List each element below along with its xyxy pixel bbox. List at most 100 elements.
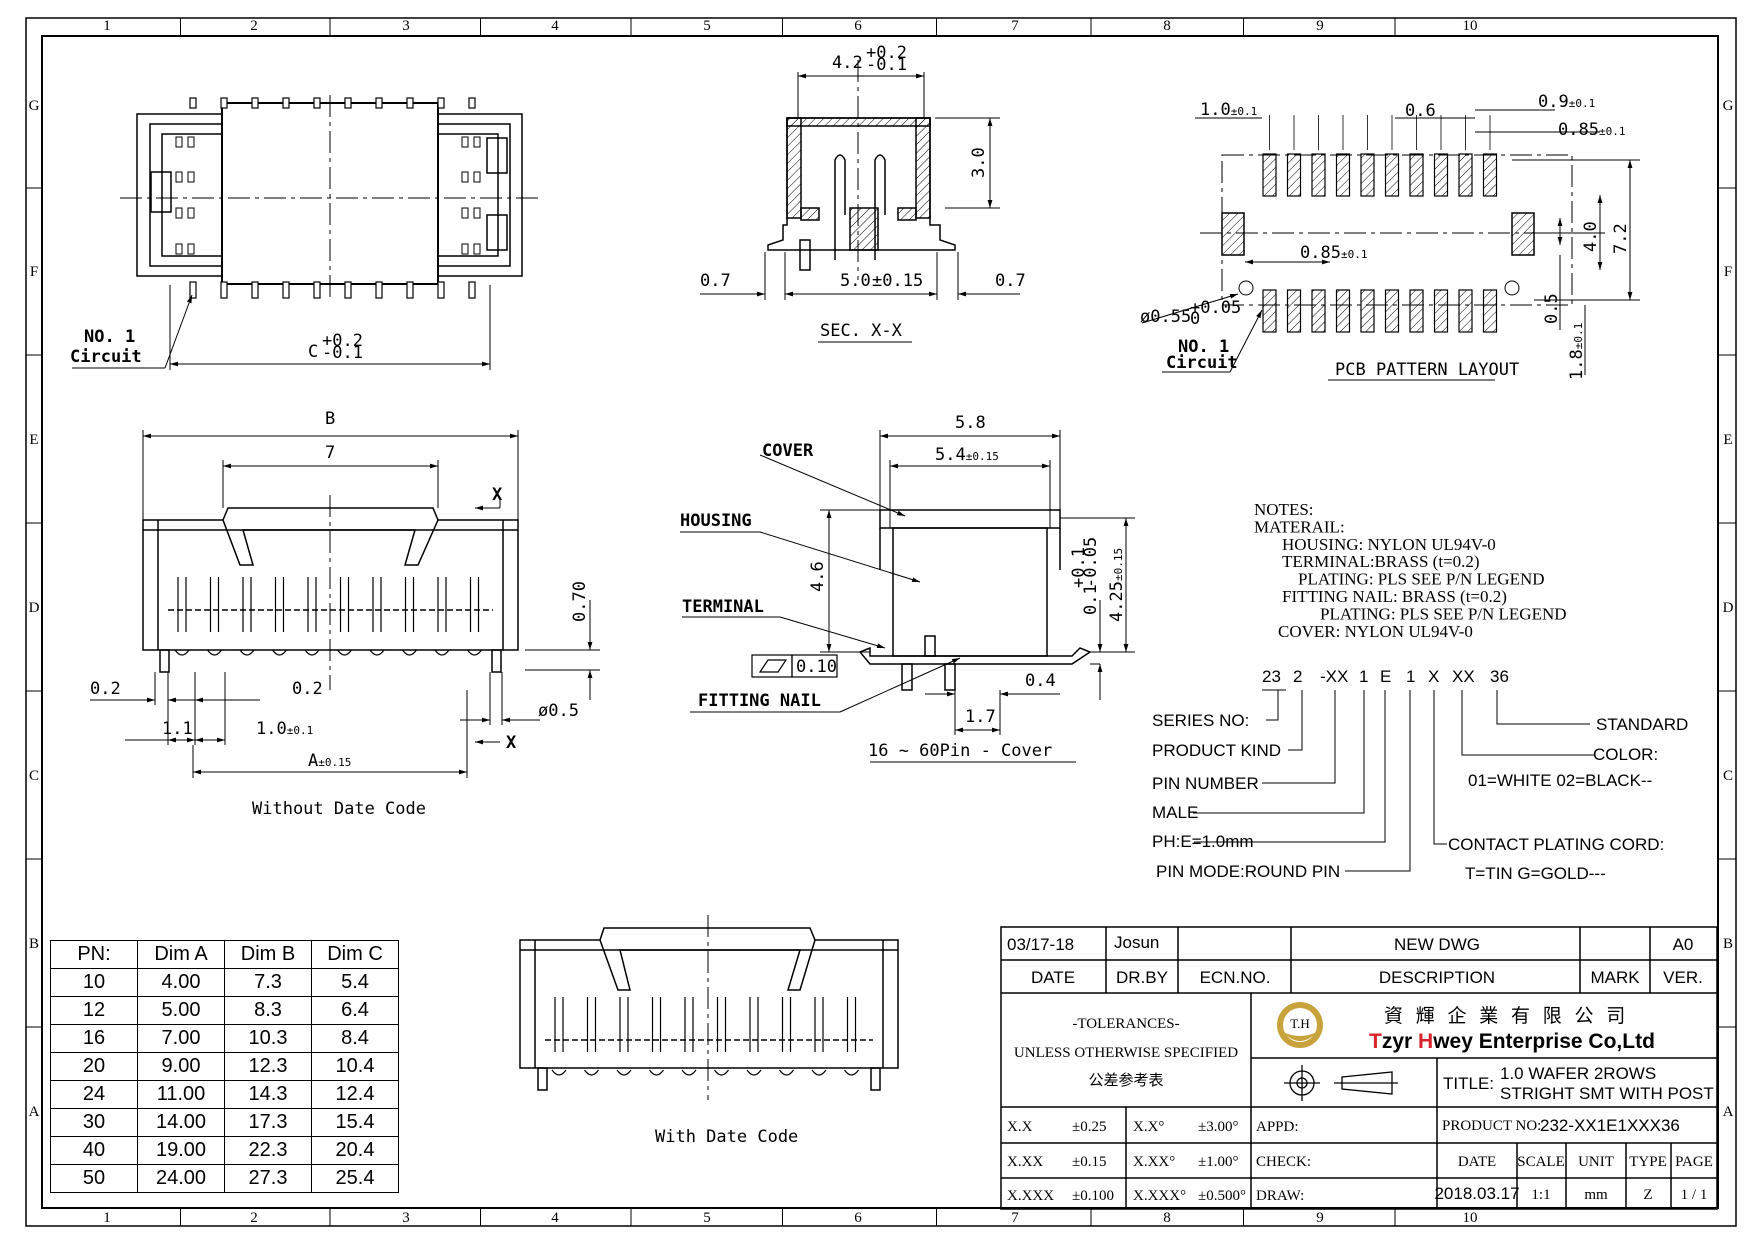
top-pin — [375, 281, 383, 299]
top-pin — [282, 281, 290, 299]
draw-label: DRAW: — [1256, 1188, 1304, 1204]
pn-color-label: COLOR: — [1593, 745, 1658, 764]
tolerance-cell: ±0.500° — [1198, 1188, 1246, 1204]
table-cell: 14.3 — [224, 1080, 312, 1109]
front-view — [142, 495, 519, 690]
zone-col-9-bottom: 9 — [1316, 1210, 1324, 1226]
pcb-hole-tol-minus: 0 — [1190, 309, 1200, 329]
footer-date-label: DATE — [1458, 1154, 1496, 1170]
sec-dim-top-tol-minus: -0.1 — [866, 55, 907, 75]
zone-col-8-top: 8 — [1163, 18, 1171, 34]
pin-foot — [844, 1069, 859, 1076]
pn-code-segment: E — [1380, 667, 1391, 686]
pin-foot — [779, 1069, 794, 1076]
zone-col-7-bottom: 7 — [1011, 1210, 1019, 1226]
front-dim-02b: 0.2 — [292, 679, 323, 699]
footer-page-label: PAGE — [1675, 1154, 1713, 1170]
pcb-view — [1200, 154, 1573, 306]
zone-row-A-right: A — [1723, 1104, 1734, 1120]
pcb-pad — [1286, 289, 1302, 333]
top-cavity — [187, 207, 195, 219]
pcb-pad — [1458, 153, 1473, 197]
front-dim-7: 7 — [325, 443, 335, 463]
pin-foot — [746, 1069, 762, 1076]
title-line-1: 1.0 WAFER 2ROWS — [1500, 1064, 1656, 1083]
pin-foot — [467, 649, 482, 656]
dim-c-tol-plus: +0.2 — [322, 331, 363, 351]
top-cavity — [473, 136, 481, 148]
bottom-caption: With Date Code — [655, 1127, 798, 1147]
footer-scale-value: 1:1 — [1531, 1187, 1550, 1203]
zone-col-7-top: 7 — [1011, 18, 1019, 34]
table-cell: 20.4 — [311, 1136, 399, 1165]
zone-row-A-left: A — [29, 1104, 40, 1120]
note-line: TERMINAL:BRASS (t=0.2) — [1282, 552, 1480, 571]
pin-foot — [551, 1069, 567, 1076]
table-cell: 12.3 — [224, 1052, 312, 1081]
pcb-pad — [1311, 153, 1326, 197]
tolerance-cell: X.X — [1007, 1119, 1033, 1135]
tolerance-cell: X.XXX° — [1133, 1188, 1186, 1204]
tolerance-cell: X.XX — [1007, 1154, 1043, 1170]
pcb-no1-label: NO. 1 — [1178, 337, 1229, 357]
pin-foot — [434, 649, 450, 656]
pcb-d6: 4.0 — [1581, 221, 1601, 252]
top-cavity — [473, 207, 481, 219]
zone-row-E-right: E — [1723, 432, 1732, 448]
zone-col-10-top: 10 — [1463, 18, 1478, 34]
table-cell: 10 — [50, 968, 138, 997]
pn-contact-options: T=TIN G=GOLD--- — [1465, 864, 1606, 883]
top-pin — [282, 97, 290, 109]
pin-foot — [681, 1069, 697, 1076]
pn-ph-label: PH:E=1.0mm — [1152, 832, 1254, 851]
header-drby: DR.BY — [1116, 968, 1168, 987]
footer-type-value: Z — [1643, 1187, 1652, 1203]
top-cavity — [461, 243, 469, 255]
zone-row-G-left: G — [29, 98, 40, 114]
front-view-pins — [174, 577, 482, 656]
sec-dim-right: 0.7 — [995, 271, 1026, 291]
pcb-d9: 1.8±0.1 — [1567, 323, 1587, 380]
table-cell: 10.3 — [224, 1024, 312, 1053]
notes-block: NOTES:MATERAIL:HOUSING: NYLON UL94V-0TER… — [1254, 500, 1567, 641]
top-cavity — [461, 136, 469, 148]
footer-scale-label: SCALE — [1517, 1154, 1565, 1170]
bottom-view — [519, 915, 899, 1100]
pcb-pad — [1433, 153, 1449, 197]
pcb-hole-tol-plus: +0.05 — [1190, 298, 1241, 318]
top-pin — [437, 97, 445, 109]
pcb-pad — [1311, 289, 1326, 333]
front-x-bot: X — [506, 733, 517, 753]
side-dim-425: 4.25±0.15 — [1107, 548, 1127, 622]
zone-col-1-top: 1 — [103, 18, 111, 34]
sec-dim-width-tol: ±0.15 — [872, 271, 923, 291]
top-cavity — [187, 136, 195, 148]
sec-dim-height: 3.0 — [969, 147, 989, 178]
table-cell: 15.4 — [311, 1108, 399, 1137]
rev-desc: NEW DWG — [1394, 935, 1480, 954]
zone-col-3-bottom: 3 — [402, 1210, 410, 1226]
tolerance-cell: ±0.25 — [1072, 1119, 1106, 1135]
table-cell: 50 — [50, 1164, 138, 1193]
top-cavity — [187, 243, 195, 255]
top-view — [120, 95, 540, 300]
front-x-top: X — [492, 485, 503, 505]
table-cell: 4.00 — [137, 968, 225, 997]
pcb-d4: 0.85±0.1 — [1558, 120, 1625, 140]
top-pin — [406, 97, 414, 109]
rev-drby: Josun — [1114, 933, 1159, 952]
top-pin — [251, 97, 259, 109]
top-pin — [375, 97, 383, 109]
tolerance-cell: ±0.15 — [1072, 1154, 1106, 1170]
table-cell: 5.4 — [311, 968, 399, 997]
pin-foot — [584, 1069, 599, 1076]
header-description: DESCRIPTION — [1379, 968, 1495, 987]
table-cell: 19.00 — [137, 1136, 225, 1165]
side-caption: 16 ~ 60Pin - Cover — [868, 741, 1052, 761]
footer-date-value: 2018.03.17 — [1434, 1184, 1519, 1203]
